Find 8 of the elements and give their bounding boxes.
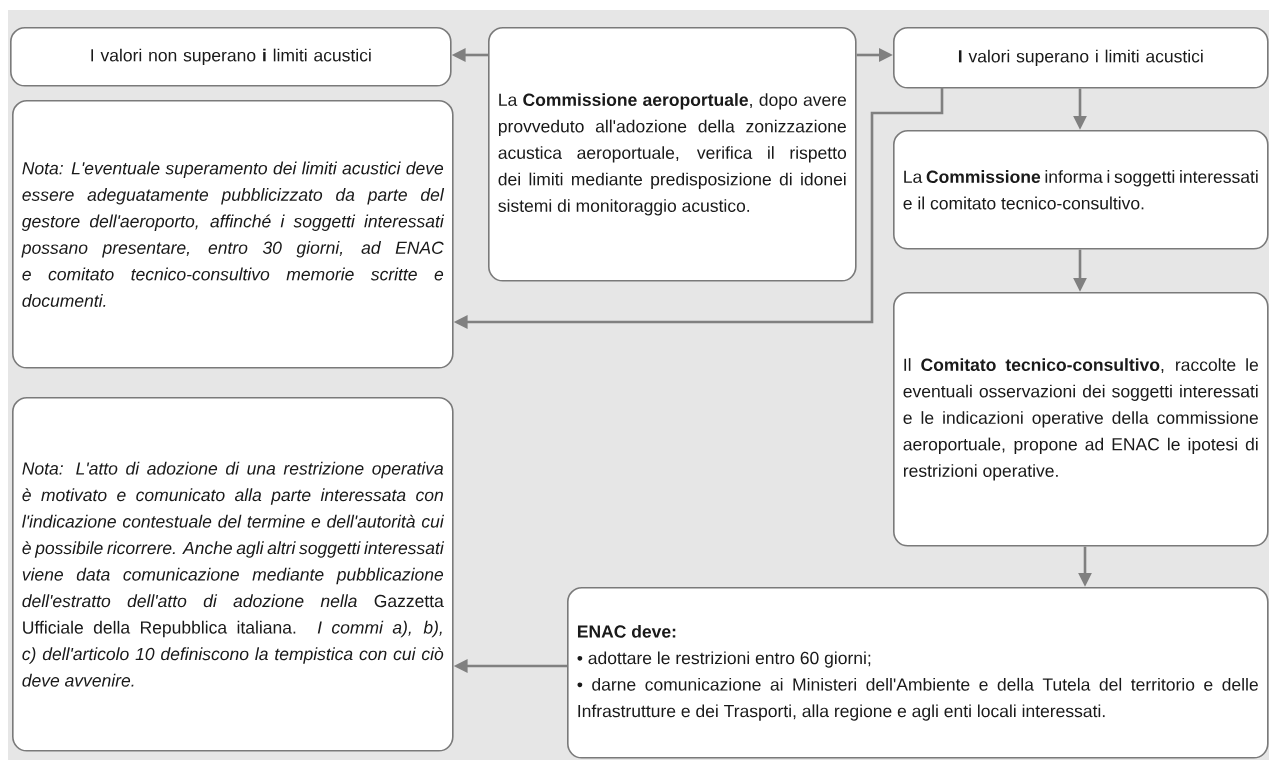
process-box: Nota: L'eventuale superamento dei limiti acustici deve essere adeguatamente pubblicizzato da parte del gestore dell'aeroporto, affinché i soggetti interessati possano presentare, entro 30 giorni, ad ENAC e comitato tecnico-consultivo memorie scritte e documenti. bbox=[12, 100, 454, 369]
process-box: La Commissione aeroportuale, dopo avere provveduto all'adozione della zonizzazione acustica aeroportuale, verifica il rispetto dei limiti mediante predisposizione di idonei sistemi di monitoraggio acustico. bbox=[488, 27, 857, 282]
process-box: ENAC deve: • adottare le restrizioni entro 60 giorni; • darne comunicazione ai Ministeri dell'Ambiente e della Tutela del territorio e delle Infrastrutture e dei Trasporti, alla regione e agli enti locali interessati. bbox=[567, 587, 1269, 759]
process-box: I valori superano i limiti acustici bbox=[893, 27, 1269, 89]
process-box: I valori non superano i limiti acustici bbox=[10, 27, 452, 87]
process-box: La Commissione informa i soggetti interessati e il comitato tecnico-consultivo. bbox=[893, 130, 1269, 250]
process-box: Il Comitato tecnico-consultivo, raccolte le eventuali osservazioni dei soggetti interessati e le indicazioni operative della commissione aeroportuale, propone ad ENAC le ipotesi di restrizioni operative. bbox=[893, 292, 1269, 547]
process-box: Nota: L'atto di adozione di una restrizione operativa è motivato e comunicato alla parte interessata con l'indicazione contestuale del termine e dell'autorità cui è possibile ricorrere. Anche agli altri soggetti interessati viene data comunicazione mediante pubblicazione dell'estratto dell'atto di adozione nella Gazzetta Ufficiale della Repubblica italiana. I commi a), b), c) dell'articolo 10 definiscono la tempistica con cui ciò deve avvenire. bbox=[12, 397, 454, 752]
